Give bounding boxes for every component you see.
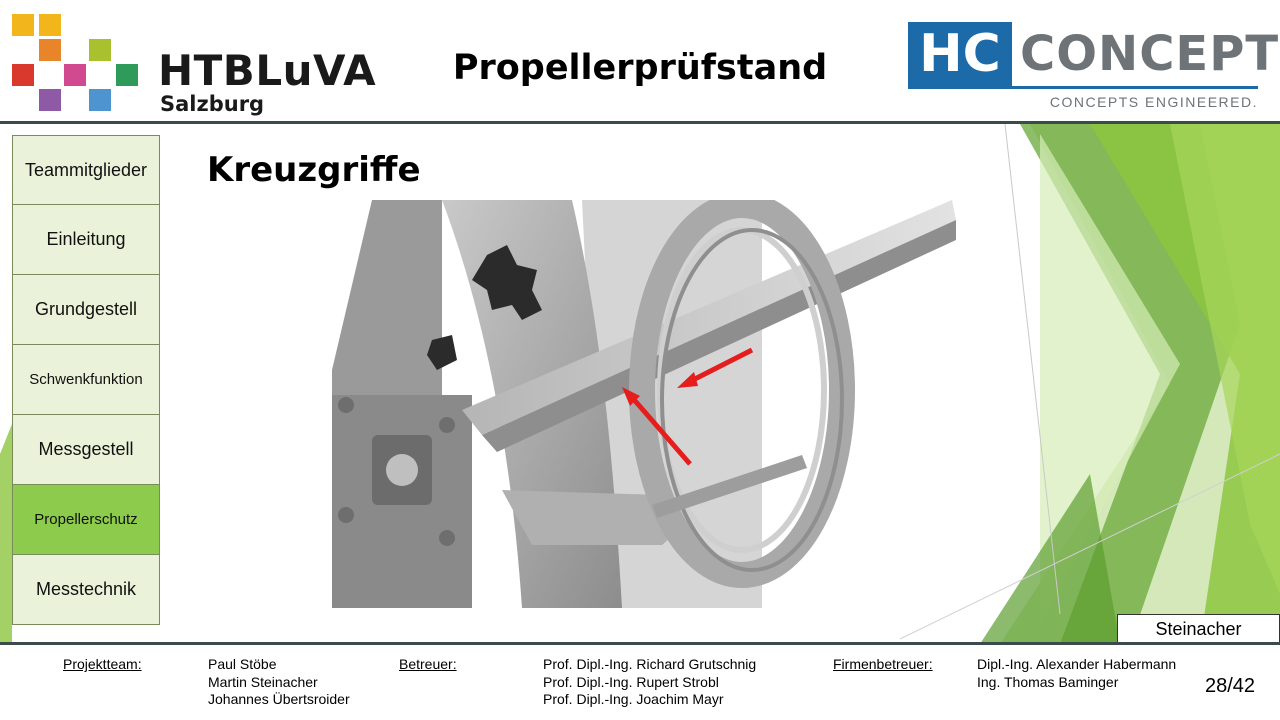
team-member: Paul Stöbe bbox=[208, 656, 277, 672]
cad-render-image bbox=[332, 200, 956, 608]
author-label: Steinacher bbox=[1117, 614, 1280, 644]
nav-item-schwenkfunktion[interactable]: Schwenkfunktion bbox=[12, 345, 160, 415]
school-city: Salzburg bbox=[160, 92, 265, 116]
header-divider bbox=[0, 121, 1280, 124]
nav-item-messtechnik[interactable]: Messtechnik bbox=[12, 555, 160, 625]
logo-square bbox=[39, 39, 61, 61]
supervisor: Prof. Dipl.-Ing. Joachim Mayr bbox=[543, 691, 724, 707]
company-tagline: CONCEPTS ENGINEERED. bbox=[1049, 94, 1258, 110]
slide-title: Propellerprüfstand bbox=[452, 48, 828, 88]
nav-item-propellerschutz[interactable]: Propellerschutz bbox=[12, 485, 160, 555]
logo-square bbox=[116, 64, 138, 86]
team-label: Projektteam: bbox=[63, 656, 142, 672]
nav-item-messgestell[interactable]: Messgestell bbox=[12, 415, 160, 485]
company-supervisor-label: Firmenbetreuer: bbox=[833, 656, 933, 672]
background-shapes bbox=[0, 124, 1280, 644]
company-supervisor: Ing. Thomas Baminger bbox=[977, 673, 1119, 690]
page-number: 28/42 bbox=[1205, 675, 1256, 697]
team-member: Johannes Übertsroider bbox=[208, 691, 350, 707]
company-supervisor: Dipl.-Ing. Alexander Habermann bbox=[977, 656, 1177, 672]
logo-square bbox=[12, 14, 34, 36]
logo-square bbox=[64, 64, 86, 86]
logo-square bbox=[12, 64, 34, 86]
company-logo-word: CONCEPTS bbox=[1020, 26, 1280, 82]
company-logo-rule bbox=[908, 86, 1258, 89]
supervisor: Prof. Dipl.-Ing. Rupert Strobl bbox=[543, 673, 719, 690]
company-logo-mark: HC bbox=[908, 22, 1012, 86]
company-logo: HC CONCEPTS CONCEPTS ENGINEERED. bbox=[908, 22, 1280, 112]
supervisor: Prof. Dipl.-Ing. Richard Grutschnig bbox=[543, 656, 757, 672]
footer-divider bbox=[0, 642, 1280, 645]
content-title: Kreuzgriffe bbox=[207, 150, 421, 190]
nav-item-einleitung[interactable]: Einleitung bbox=[12, 205, 160, 275]
nav-item-grundgestell[interactable]: Grundgestell bbox=[12, 275, 160, 345]
logo-square bbox=[39, 14, 61, 36]
logo-square bbox=[89, 89, 111, 111]
logo-square bbox=[39, 89, 61, 111]
section-nav: Teammitglieder Einleitung Grundgestell S… bbox=[12, 135, 160, 625]
team-list: Paul Stöbe Martin Steinacher Johannes Üb… bbox=[208, 656, 350, 709]
slide-header: HTBLuVA Salzburg Propellerprüfstand HC C… bbox=[0, 0, 1280, 122]
nav-item-teammitglieder[interactable]: Teammitglieder bbox=[12, 135, 160, 205]
supervisor-label: Betreuer: bbox=[399, 656, 457, 672]
supervisor-list: Prof. Dipl.-Ing. Richard Grutschnig Prof… bbox=[543, 656, 756, 709]
company-supervisor-list: Dipl.-Ing. Alexander Habermann Ing. Thom… bbox=[977, 656, 1176, 691]
team-member: Martin Steinacher bbox=[208, 673, 318, 690]
logo-square bbox=[89, 39, 111, 61]
school-name: HTBLuVA bbox=[158, 46, 377, 95]
